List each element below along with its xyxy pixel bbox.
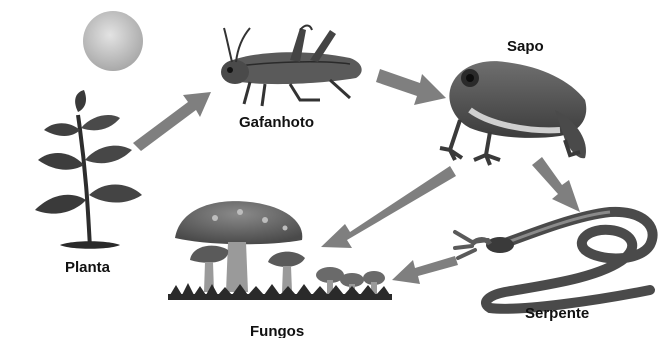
- arrow-planta-to-gafanhoto: [133, 92, 211, 151]
- label-fungos: Fungos: [250, 323, 304, 338]
- sun-icon: [83, 11, 143, 71]
- label-serpente: Serpente: [525, 305, 589, 322]
- label-gafanhoto: Gafanhoto: [239, 114, 314, 131]
- arrow-sapo-to-serpente: [532, 157, 580, 212]
- grasshopper-icon: [221, 26, 362, 107]
- label-planta: Planta: [65, 259, 110, 276]
- label-sapo: Sapo: [507, 38, 544, 55]
- plant-icon: [35, 90, 142, 249]
- snake-icon: [455, 212, 653, 309]
- arrow-gafanhoto-to-sapo: [376, 69, 446, 105]
- arrow-serpente-to-fungos: [392, 256, 458, 284]
- mushrooms-icon: [168, 201, 392, 300]
- frog-icon: [440, 61, 586, 165]
- arrow-sapo-to-fungos: [321, 166, 456, 248]
